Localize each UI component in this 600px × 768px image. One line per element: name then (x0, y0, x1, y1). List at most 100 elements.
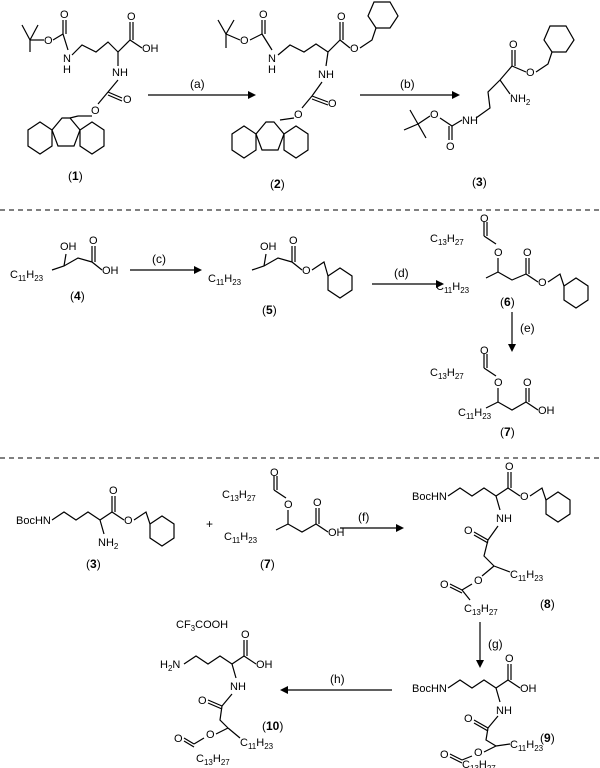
atom-o: O (123, 94, 132, 106)
atom-o: O (440, 579, 449, 591)
atom-o: O (446, 141, 455, 153)
compound-label-5: (5) (262, 303, 277, 317)
alkyl-c13h27: C13H27 (430, 367, 464, 381)
atom-o: O (289, 235, 298, 247)
compound-7b: O O C13H27 O OH C11H23 (222, 467, 345, 545)
atom-oh: OH (256, 659, 273, 671)
atom-o: O (284, 499, 293, 511)
atom-o: O (337, 11, 346, 23)
alkyl-c13h27: C13H27 (222, 489, 256, 503)
condition-c: (c) (152, 252, 166, 266)
atom-nh: NH (496, 513, 512, 525)
atom-o: O (474, 575, 483, 587)
atom-o: O (523, 247, 532, 259)
alkyl-c13h27: C13H27 (430, 233, 464, 247)
compound-label-6: (6) (500, 295, 515, 309)
atom-o: O (494, 377, 503, 389)
reaction-arrow-a (148, 91, 256, 99)
atom-o: O (505, 461, 514, 473)
atom-o: O (60, 9, 69, 21)
tfa-salt: CF3COOH (176, 619, 228, 633)
compound-3: O O NH2 NH O O (403, 25, 575, 153)
alkyl-c11h23: C11H23 (436, 281, 470, 295)
atom-bochn: BocHN (16, 515, 51, 527)
reaction-arrow-c (130, 266, 202, 274)
atom-o: O (505, 653, 514, 665)
atom-o: O (430, 109, 439, 121)
alkyl-c13h27: C13H27 (196, 753, 230, 767)
compound-label-2: (2) (270, 177, 285, 191)
alkyl-c11h23: C11H23 (240, 737, 274, 751)
atom-h2n: H2N (160, 659, 180, 673)
atom-o: O (302, 265, 311, 277)
compound-label-7: (7) (500, 425, 515, 439)
compound-10: CF3COOH H2N O OH NH O C11H23 O O C13H27 (160, 619, 274, 767)
atom-nh: N (268, 53, 276, 65)
atom-o: O (44, 35, 53, 47)
atom-o: O (520, 491, 529, 503)
compound-6: O O C13H27 O O C11H23 (430, 213, 589, 309)
atom-o: O (241, 629, 250, 641)
atom-oh: OH (102, 265, 119, 277)
atom-o: O (294, 109, 303, 121)
compound-7: O O C13H27 O OH C11H23 (430, 345, 555, 421)
atom-o: O (440, 749, 449, 761)
atom-o: O (480, 345, 489, 357)
atom-o: O (109, 485, 118, 497)
plus-sign: + (206, 517, 213, 531)
atom-nh: NH (462, 115, 478, 127)
condition-b: (b) (400, 77, 415, 91)
atom-o: O (328, 98, 337, 110)
atom-o: O (474, 747, 483, 759)
alkyl-c13h27: C13H27 (462, 759, 496, 768)
atom-nh: N (63, 53, 71, 65)
compound-1: O O N H O OH NH O O (21, 9, 159, 155)
atom-o: O (523, 377, 532, 389)
atom-oh: OH (260, 241, 277, 253)
alkyl-c13h27: C13H27 (464, 603, 498, 617)
atom-o: O (509, 39, 518, 51)
atom-oh: OH (142, 43, 159, 55)
atom-o: O (538, 277, 547, 289)
reaction-arrow-d (372, 280, 444, 288)
compound-label-4: (4) (70, 289, 85, 303)
alkyl-c11h23: C11H23 (10, 269, 44, 283)
compound-4: OH O OH C11H23 (10, 235, 119, 283)
condition-g: (g) (488, 637, 503, 651)
condition-e: (e) (520, 321, 535, 335)
compound-label-10: (10) (262, 719, 283, 733)
atom-o: O (198, 695, 207, 707)
atom-nh: NH (230, 681, 246, 693)
compound-5: OH O O C11H23 (208, 235, 353, 299)
reaction-arrow-b (360, 91, 460, 99)
compound-label-9: (9) (540, 731, 555, 745)
reaction-arrow-h (280, 686, 392, 694)
atom-o: O (480, 213, 489, 225)
compound-label-3b: (3) (86, 557, 101, 571)
atom-bochn: BocHN (412, 683, 447, 695)
compound-label-3: (3) (472, 175, 487, 189)
atom-h: H (268, 64, 276, 76)
compound-label-7b: (7) (260, 557, 275, 571)
reaction-arrow-e (508, 312, 516, 352)
compound-3-boc: BocHN O O NH2 (16, 485, 175, 551)
compound-label-1: (1) (68, 169, 83, 183)
atom-o: O (91, 105, 100, 117)
atom-oh: OH (328, 527, 345, 539)
atom-o: O (464, 713, 473, 725)
atom-h: H (63, 64, 71, 76)
atom-o: O (206, 729, 215, 741)
atom-o: O (89, 235, 98, 247)
atom-nh2: NH2 (98, 537, 119, 551)
atom-nh: NH (318, 69, 334, 81)
atom-o: O (240, 35, 249, 47)
atom-o: O (174, 733, 183, 745)
condition-a: (a) (190, 77, 205, 91)
reaction-arrow-f (340, 524, 404, 532)
alkyl-c11h23: C11H23 (458, 407, 492, 421)
atom-oh: OH (60, 241, 77, 253)
atom-nh: NH (112, 67, 128, 79)
atom-bochn: BocHN (412, 491, 447, 503)
compound-9: BocHN O OH NH O C11H23 O O C13H27 (412, 653, 544, 768)
